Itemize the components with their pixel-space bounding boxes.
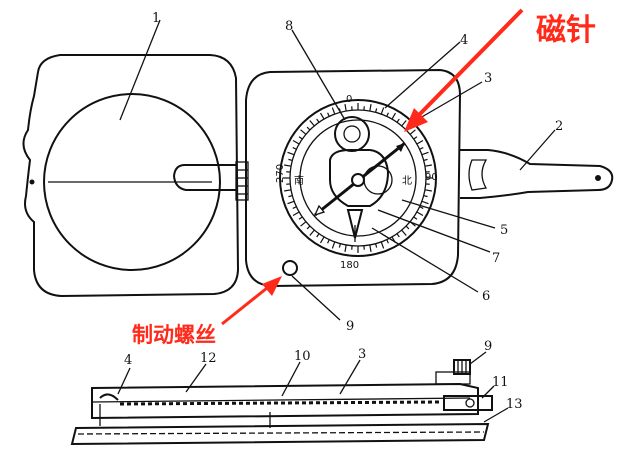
- degree-tick: [401, 120, 407, 127]
- degree-tick: [327, 239, 330, 244]
- label-1: 1: [152, 11, 160, 26]
- degree-tick: [300, 129, 307, 135]
- degree-tick: [292, 206, 297, 209]
- inner-ring: [299, 119, 417, 237]
- degree-tick: [298, 136, 303, 140]
- degree-tick: [331, 107, 336, 115]
- level-bubble: [334, 116, 370, 152]
- degree-tick: [424, 164, 432, 167]
- outer-dial: [279, 99, 437, 257]
- side-label-12: 12: [200, 351, 217, 366]
- degree-tick: [413, 216, 418, 220]
- degree-tick: [405, 225, 410, 230]
- degree-tick: [298, 216, 303, 220]
- label-8: 8: [285, 19, 293, 34]
- side-label-13: 13: [506, 397, 523, 412]
- degree-tick: [288, 158, 293, 161]
- degree-tick: [369, 244, 372, 252]
- degree-tick: [419, 147, 424, 150]
- label-4: 4: [460, 33, 468, 48]
- label-5: 5: [500, 223, 508, 238]
- degree-tick: [306, 225, 311, 230]
- degree-tick: [375, 243, 378, 248]
- dial-inner-east: 北: [402, 175, 412, 187]
- label-9: 9: [346, 319, 354, 334]
- needle-arrowhead: [404, 108, 428, 132]
- degree-tick: [344, 104, 347, 112]
- degree-tick: [316, 118, 320, 123]
- dial-east: 90: [425, 172, 438, 183]
- compass-body: 2 0 270 90 180 南 北: [245, 19, 614, 334]
- degree-tick: [401, 229, 407, 236]
- degree-tick: [292, 211, 300, 217]
- degree-tick: [338, 243, 341, 248]
- label-7: 7: [492, 251, 500, 266]
- annotations: 磁针 制动螺丝: [132, 8, 596, 347]
- degree-tick: [369, 104, 372, 112]
- left-lid: 1: [22, 11, 249, 298]
- needle-annotation: 磁针: [536, 13, 596, 48]
- hinge: [235, 161, 249, 201]
- mirror-circle: [43, 93, 221, 271]
- degree-tick: [292, 147, 297, 150]
- degree-tick: [396, 233, 400, 238]
- label-2: 2: [555, 119, 563, 134]
- degree-tick: [421, 200, 429, 205]
- degree-tick: [386, 239, 389, 244]
- degree-tick: [421, 151, 429, 156]
- degree-tick: [288, 195, 293, 198]
- side-label-11: 11: [492, 375, 509, 390]
- dial-south: 180: [340, 260, 359, 271]
- degree-tick: [327, 112, 330, 117]
- label-3: 3: [484, 71, 492, 86]
- side-label-3: 3: [358, 347, 366, 362]
- degree-ticks: [283, 103, 433, 253]
- degree-tick: [386, 112, 389, 117]
- degree-tick: [396, 118, 400, 123]
- degree-tick: [292, 139, 300, 145]
- screw-arrowhead: [262, 276, 282, 296]
- degree-tick: [331, 241, 336, 249]
- side-label-10: 10: [294, 349, 311, 364]
- degree-tick: [419, 206, 424, 209]
- degree-tick: [380, 107, 385, 115]
- degree-tick: [409, 129, 416, 135]
- degree-tick: [287, 200, 295, 205]
- base-plate: [70, 422, 490, 446]
- degree-tick: [423, 158, 428, 161]
- degree-tick: [424, 189, 432, 192]
- degree-tick: [287, 151, 295, 156]
- degree-tick: [344, 244, 347, 252]
- dial-west: 270: [275, 164, 286, 183]
- degree-tick: [319, 236, 325, 244]
- degree-tick: [284, 189, 292, 192]
- brake-screw: [282, 260, 298, 276]
- degree-tick: [319, 112, 325, 120]
- brake-screw-annotation: 制动螺丝: [132, 323, 216, 347]
- degree-tick: [309, 229, 315, 236]
- degree-tick: [284, 164, 292, 167]
- degree-tick: [380, 241, 385, 249]
- side-label-4: 4: [124, 353, 132, 368]
- degree-tick: [309, 120, 315, 127]
- pivot: [351, 173, 365, 187]
- side-view: 4 12 10 3 9 11 13: [70, 339, 523, 446]
- side-label-9: 9: [484, 339, 492, 354]
- degree-tick: [416, 139, 424, 145]
- degree-tick: [306, 126, 311, 131]
- degree-tick: [416, 211, 424, 217]
- degree-tick: [300, 221, 307, 227]
- degree-tick: [375, 108, 378, 113]
- degree-tick: [413, 136, 418, 140]
- degree-tick: [316, 233, 320, 238]
- dial-inner-west: 南: [294, 174, 304, 187]
- label-6: 6: [482, 289, 490, 304]
- hinge-dot: [29, 179, 35, 185]
- degree-tick: [391, 112, 397, 120]
- degree-tick: [423, 195, 428, 198]
- dial-north: 0: [346, 94, 352, 105]
